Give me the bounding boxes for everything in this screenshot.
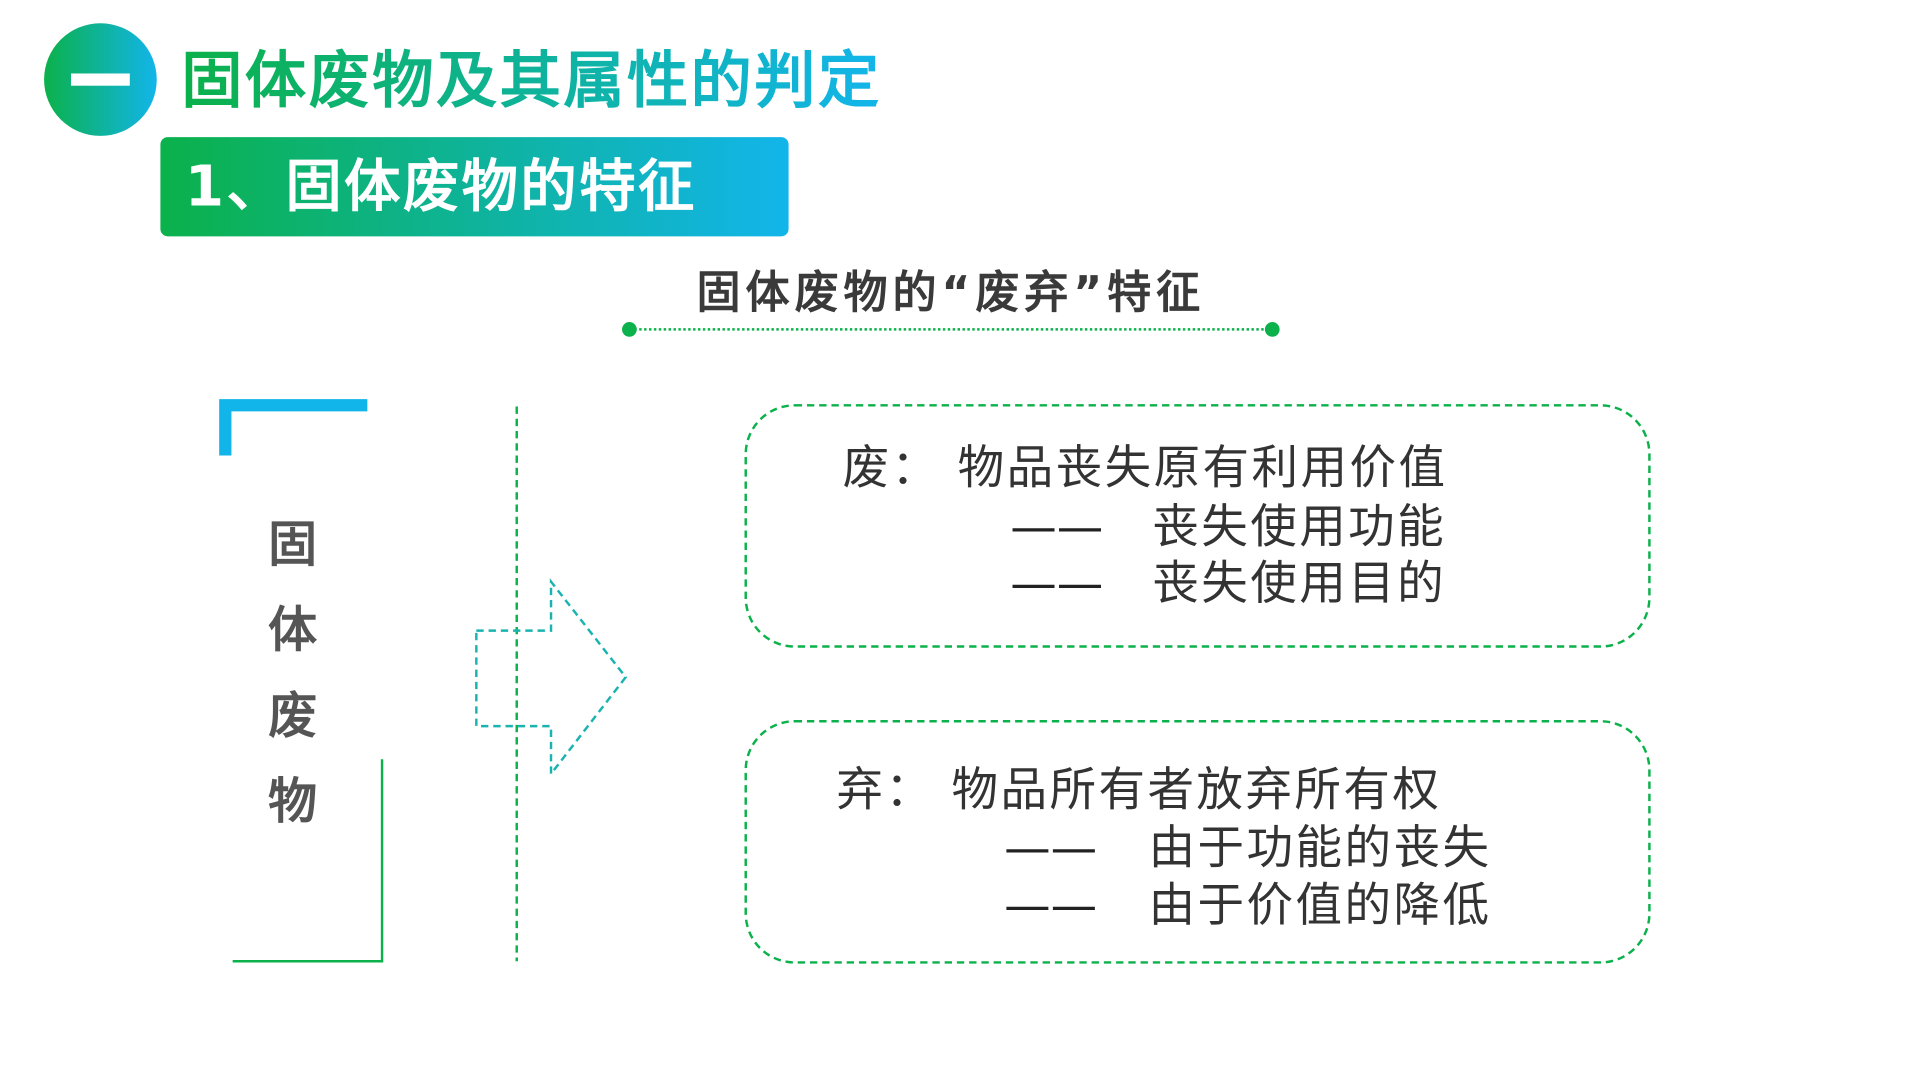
bracket-top-left <box>219 399 368 456</box>
subsection-title: 1、固体废物的特征 <box>184 153 697 220</box>
box-2-dash: —— <box>1004 820 1098 875</box>
heading-underline <box>622 322 1280 337</box>
label-char: 废 <box>268 688 318 745</box>
arrow-right-icon <box>475 578 628 778</box>
box-1-main: 废： 物品丧失原有利用价值 <box>842 440 1448 495</box>
box-2-item: 由于价值的降低 <box>1148 877 1492 932</box>
subsection-banner: 1、固体废物的特征 <box>160 137 789 237</box>
box-1-dash: —— <box>1010 555 1104 610</box>
label-char: 固 <box>268 516 318 574</box>
label-char: 体 <box>268 602 318 659</box>
box-2-item: 由于功能的丧失 <box>1148 820 1492 875</box>
page-title: 固体废物及其属性的判定 <box>181 42 881 120</box>
bracket-bottom-right <box>232 759 384 963</box>
content-heading: 固体废物的“废弃”特征 <box>696 268 1206 319</box>
box-2-dash: —— <box>1004 877 1098 932</box>
section-number-glyph <box>71 73 130 86</box>
box-1-dash: —— <box>1010 499 1104 554</box>
box-2-main: 弃： 物品所有者放弃所有权 <box>836 762 1442 817</box>
label-char: 物 <box>268 773 318 831</box>
box-1-item: 丧失使用功能 <box>1152 499 1447 554</box>
box-1-item: 丧失使用目的 <box>1152 555 1447 610</box>
section-badge <box>44 23 157 136</box>
